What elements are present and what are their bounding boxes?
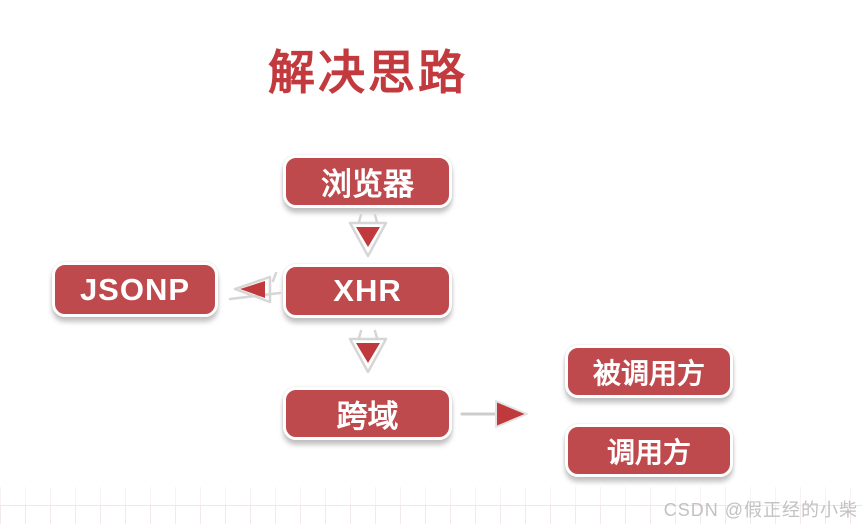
node-callee: 被调用方 xyxy=(565,345,733,398)
node-browser: 浏览器 xyxy=(283,155,452,208)
node-cross-domain: 跨域 xyxy=(283,387,452,440)
node-callee-label: 被调用方 xyxy=(592,357,705,389)
node-browser-label: 浏览器 xyxy=(321,167,414,202)
node-caller-label: 调用方 xyxy=(606,436,691,468)
node-jsonp-label: JSONP xyxy=(79,271,191,307)
node-jsonp: JSONP xyxy=(52,262,218,317)
watermark: CSDN @假正经的小柴 xyxy=(663,500,858,520)
node-caller: 调用方 xyxy=(565,424,733,477)
node-cross-domain-label: 跨域 xyxy=(336,399,399,434)
arrow-down-xhr-to-cross-domain-icon xyxy=(348,329,388,374)
grid-paper-texture-lower xyxy=(0,505,862,524)
grid-paper-texture-upper xyxy=(0,487,862,505)
arrow-down-browser-to-xhr-icon xyxy=(348,213,388,258)
arrow-right-cross-domain-to-parties-icon xyxy=(460,400,528,428)
node-xhr: XHR xyxy=(283,264,452,318)
node-xhr-label: XHR xyxy=(333,273,402,308)
arrow-left-xhr-to-jsonp-icon xyxy=(228,271,282,304)
page-title: 解决思路 xyxy=(268,46,468,99)
